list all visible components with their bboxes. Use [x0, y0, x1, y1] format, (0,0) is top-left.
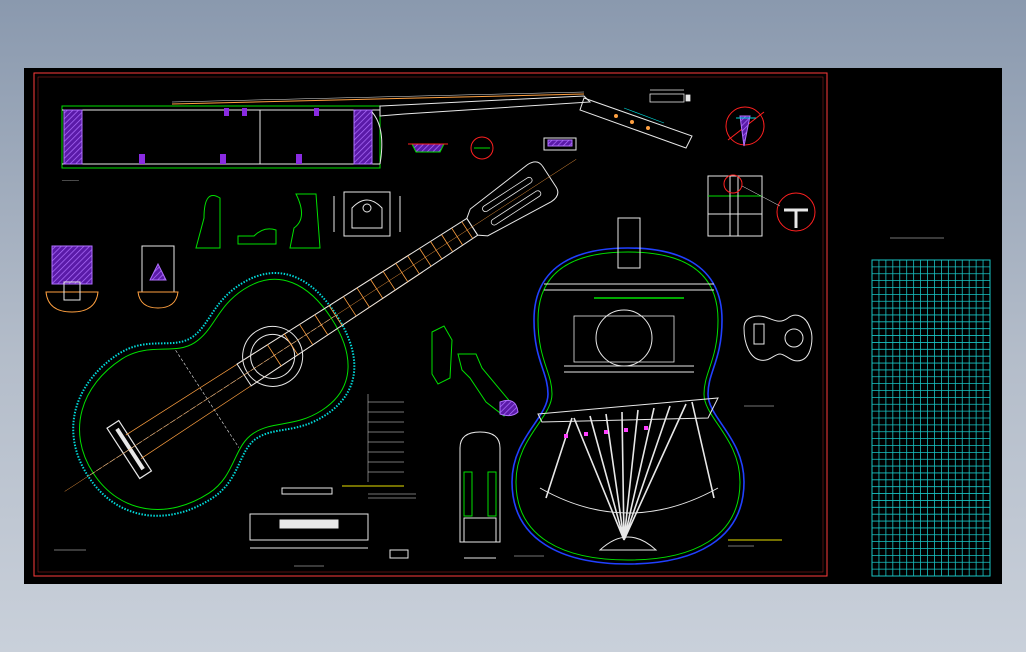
heel-detail-circle	[725, 106, 765, 147]
heel-profiles	[195, 193, 321, 249]
spec-notes-table	[342, 394, 416, 499]
headstock-side-view	[579, 97, 693, 149]
view-labels	[54, 405, 782, 567]
body-side-section: ────────	[61, 91, 592, 183]
heel-isometric-parts	[431, 325, 519, 417]
brace-section-detail	[707, 174, 816, 237]
guitar-front-view	[64, 159, 577, 517]
heel-dimension-detail	[333, 191, 401, 237]
bridge-detail	[249, 487, 409, 559]
guitar-outline-small	[743, 314, 813, 362]
neck-joint-details	[45, 245, 179, 313]
drawing-frame	[33, 72, 828, 577]
svg-text:────────: ────────	[61, 179, 80, 183]
cad-drawing: ────────	[33, 72, 991, 577]
headstock-front-view	[459, 431, 501, 559]
grid-table	[871, 237, 991, 577]
fret-detail-top	[649, 89, 691, 103]
guitar-bracing-view	[511, 217, 745, 565]
small-section-details	[408, 136, 577, 160]
cad-drawing-window[interactable]: ────────	[24, 68, 1002, 584]
